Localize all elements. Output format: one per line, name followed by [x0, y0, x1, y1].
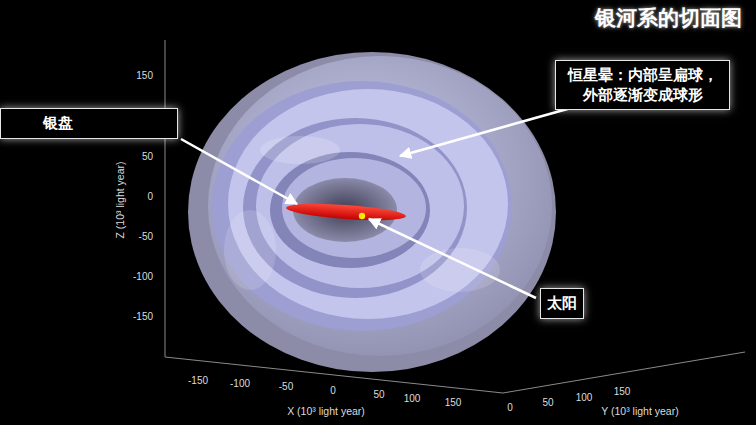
tick-label: 50 — [373, 389, 384, 400]
tick-label: -150 — [188, 375, 208, 386]
diagram-title: 银河系的切面图 — [595, 4, 742, 32]
tick-label: 150 — [136, 70, 153, 81]
callout-text: 银盘 — [43, 113, 73, 133]
tick-label: 150 — [445, 397, 462, 408]
callout-box: 银盘 — [0, 108, 178, 139]
halo-shell-rim — [212, 81, 512, 331]
shell-highlight — [224, 210, 276, 290]
tick-label: 100 — [576, 392, 593, 403]
callout-text: 太阳 — [547, 293, 577, 313]
axis-title: Z (10³ light year) — [115, 161, 127, 238]
axis-frame — [165, 40, 745, 393]
leader-line — [181, 139, 297, 204]
tick-label: -150 — [133, 311, 153, 322]
callout-box: 恒星晕：内部呈扁球， 外部逐渐变成球形 — [555, 60, 730, 110]
shell-highlight — [420, 248, 500, 292]
callout-box: 太阳 — [540, 288, 584, 319]
halo-outer-rim — [188, 52, 556, 372]
halo-shell — [228, 89, 508, 319]
leader-line — [369, 219, 536, 298]
sun-dot — [359, 213, 365, 219]
axis-title: X (10³ light year) — [287, 406, 365, 418]
tick-label: -100 — [133, 271, 153, 282]
tick-label: 0 — [147, 191, 153, 202]
tick-label: 0 — [507, 402, 513, 413]
tick-label: 150 — [614, 386, 631, 397]
galactic-disk — [286, 201, 407, 223]
halo-outer-shell — [208, 56, 552, 356]
tick-label: 50 — [542, 397, 553, 408]
halo-shell-rim — [270, 152, 430, 268]
tick-label: -50 — [139, 231, 153, 242]
tick-label: 0 — [330, 385, 336, 396]
leader-line — [400, 106, 578, 156]
tick-label: 100 — [404, 393, 421, 404]
tick-label: -100 — [230, 378, 250, 389]
tick-label: -50 — [279, 381, 293, 392]
halo-shell — [282, 158, 426, 258]
callout-text: 恒星晕：内部呈扁球， 外部逐渐变成球形 — [563, 65, 722, 104]
tick-label: 50 — [142, 151, 153, 162]
shell-highlight — [260, 136, 340, 164]
axis-title: Y (10³ light year) — [601, 406, 678, 418]
